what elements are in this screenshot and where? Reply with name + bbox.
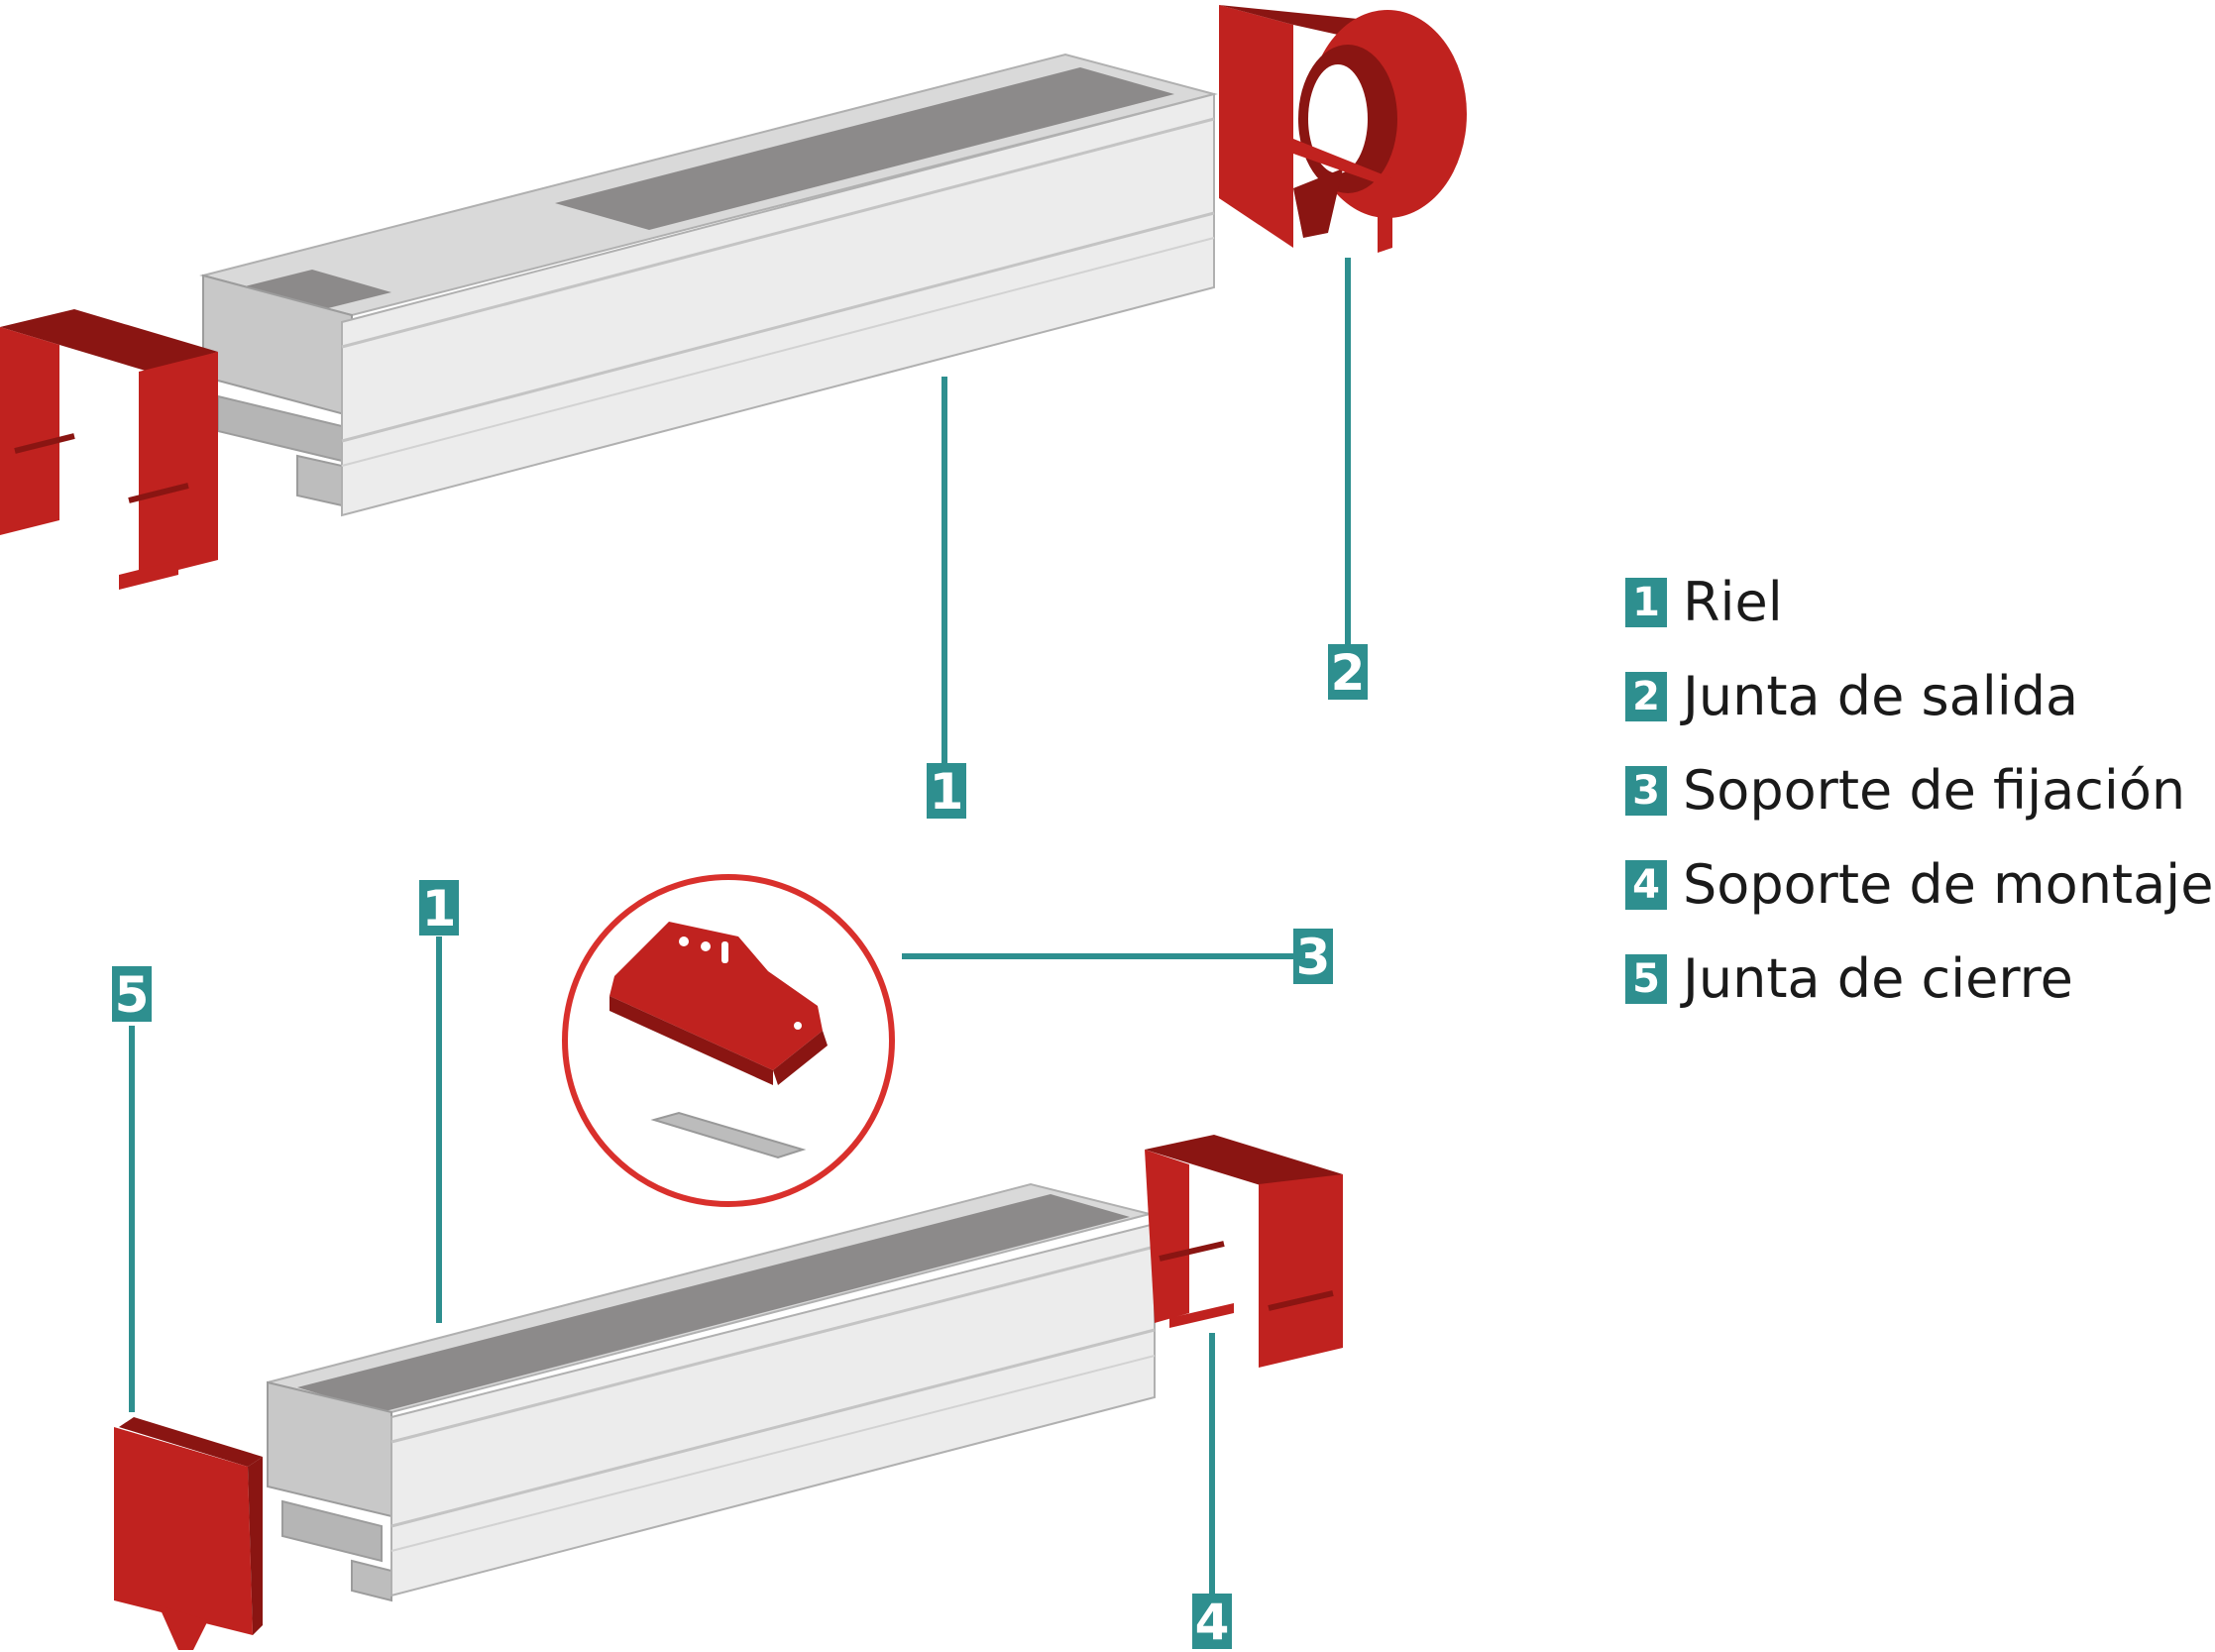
callout-label-bottom-rail: 1 <box>422 880 457 937</box>
legend-label: Soporte de fijación <box>1683 759 2186 822</box>
fixing-bracket-detail <box>562 874 895 1207</box>
legend-item: 1 Riel <box>1625 555 2213 649</box>
legend-number-badge: 4 <box>1625 859 1667 910</box>
mounting-bracket <box>1145 1135 1343 1368</box>
callout-badge-end-cap: 5 <box>112 966 152 1024</box>
legend-label: Riel <box>1683 571 1783 633</box>
callout-label-mounting-bracket: 4 <box>1195 1594 1230 1651</box>
legend-number-badge: 3 <box>1625 765 1667 816</box>
legend-label: Junta de salida <box>1683 665 2079 727</box>
legend-label: Soporte de montaje <box>1683 853 2214 916</box>
callout-label-fixing-bracket: 3 <box>1296 929 1331 986</box>
leader-lines <box>129 258 1351 1605</box>
top-left-bracket <box>0 309 218 590</box>
legend-number-badge: 2 <box>1625 671 1667 721</box>
callout-badge-top-rail: 1 <box>927 763 966 821</box>
callout-label-outlet-joint: 2 <box>1331 644 1366 702</box>
callout-badge-mounting-bracket: 4 <box>1192 1594 1232 1651</box>
callout-badge-outlet-joint: 2 <box>1328 644 1368 702</box>
bottom-rail <box>267 1182 1156 1602</box>
legend: 1 Riel 2 Junta de salida 3 Soporte de fi… <box>1625 555 2213 1026</box>
legend-item: 5 Junta de cierre <box>1625 932 2213 1026</box>
legend-item: 3 Soporte de fijación <box>1625 743 2213 837</box>
top-rail <box>199 53 1218 517</box>
legend-number-badge: 1 <box>1625 577 1667 627</box>
callout-badge-fixing-bracket: 3 <box>1293 929 1333 986</box>
legend-item: 2 Junta de salida <box>1625 649 2213 743</box>
callout-badge-bottom-rail: 1 <box>419 880 459 937</box>
legend-label: Junta de cierre <box>1683 947 2073 1010</box>
legend-item: 4 Soporte de montaje <box>1625 837 2213 932</box>
callout-label-top-rail: 1 <box>930 763 964 821</box>
legend-number-badge: 5 <box>1625 953 1667 1004</box>
end-cap <box>114 1417 263 1650</box>
callout-label-end-cap: 5 <box>115 966 150 1024</box>
outlet-joint <box>1219 5 1467 253</box>
